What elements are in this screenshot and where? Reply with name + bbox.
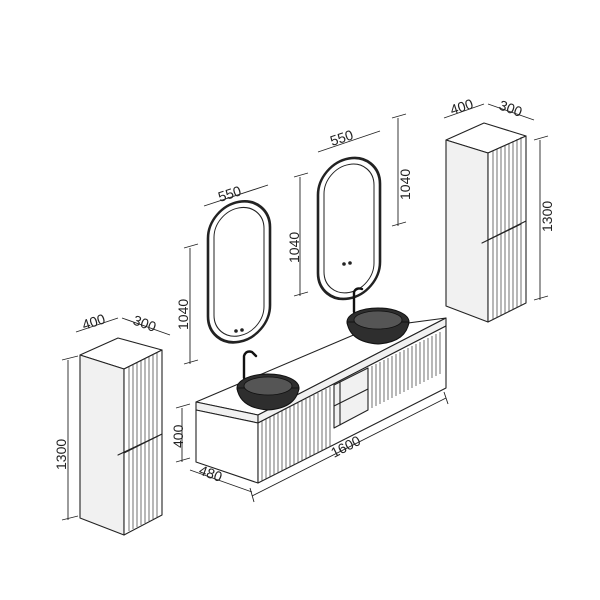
right-mirror-width-label: 550 xyxy=(328,126,355,149)
left-tall-dimensions: 400 300 1300 xyxy=(53,310,171,521)
left-tall-flutes xyxy=(128,353,158,531)
left-tall-depth-label: 400 xyxy=(80,310,107,333)
right-tall-dimensions: 400 300 1300 xyxy=(443,95,555,301)
left-mirror-dimensions: 550 1040 xyxy=(175,182,269,365)
left-mirror-sensor-icon-2 xyxy=(240,328,244,332)
vanity-depth-label: 480 xyxy=(197,462,225,485)
right-mirror-sensor-icon-2 xyxy=(348,261,352,265)
right-basin xyxy=(346,287,410,345)
left-tall-height-label: 1300 xyxy=(53,439,69,470)
right-mirror-sensor-icon xyxy=(342,262,346,266)
right-tall-flutes xyxy=(492,137,522,319)
right-tall-width-label: 300 xyxy=(497,97,525,120)
right-tall-height-label: 1300 xyxy=(539,201,555,232)
vanity-height-label: 400 xyxy=(170,424,186,448)
left-mirror-height-label: 1040 xyxy=(175,299,191,330)
left-mirror-width-label: 550 xyxy=(216,182,243,205)
left-mirror xyxy=(206,200,272,344)
right-tall-cabinet xyxy=(445,122,527,323)
vanity-left-flutes xyxy=(261,387,331,481)
right-mirror-dimensions: 550 1040 1040 xyxy=(286,113,413,297)
left-tall-width-label: 300 xyxy=(131,312,159,335)
right-mirror-height-left-label: 1040 xyxy=(286,232,302,263)
right-tall-depth-label: 400 xyxy=(448,95,475,118)
vanity-right-flutes xyxy=(371,332,441,408)
right-mirror-height-right-label: 1040 xyxy=(397,169,413,200)
left-basin xyxy=(236,350,300,411)
left-tall-cabinet xyxy=(79,337,163,536)
left-mirror-sensor-icon xyxy=(234,329,238,333)
right-mirror xyxy=(316,156,382,301)
